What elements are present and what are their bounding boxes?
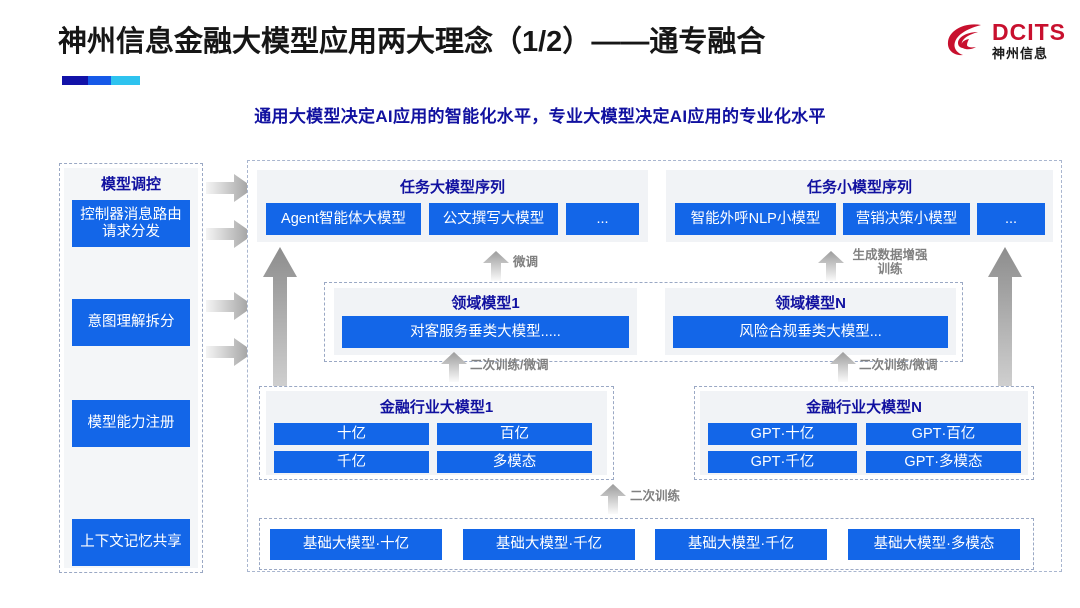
sidebar-item-2[interactable]: 模型能力注册 bbox=[72, 400, 190, 447]
logo-wordmark: DCITS 神州信息 bbox=[992, 18, 1066, 61]
foundation-model-0[interactable]: 基础大模型·十亿 bbox=[270, 529, 442, 560]
task-large-heading: 任务大模型序列 bbox=[399, 179, 505, 196]
dcits-logo-icon bbox=[945, 20, 987, 60]
industry-model-1-item-2[interactable]: 千亿 bbox=[274, 451, 429, 473]
task-small-item-1[interactable]: 营销决策小模型 bbox=[843, 203, 970, 235]
sidebar-item-3[interactable]: 上下文记忆共享 bbox=[72, 519, 190, 566]
page-subtitle: 通用大模型决定AI应用的智能化水平，专业大模型决定AI应用的专业化水平 bbox=[254, 107, 826, 126]
task-small-item-2[interactable]: ... bbox=[977, 203, 1045, 235]
industry-model-n-item-0[interactable]: GPT·十亿 bbox=[708, 423, 857, 445]
page-title: 神州信息金融大模型应用两大理念（1/2）——通专融合 bbox=[58, 26, 766, 58]
accent-segment-1 bbox=[62, 76, 88, 85]
foundation-model-1[interactable]: 基础大模型·千亿 bbox=[463, 529, 635, 560]
sidebar-title: 模型调控 bbox=[100, 176, 161, 193]
flow-arrow-up-long-right bbox=[988, 247, 1022, 484]
flow-arrow-right-4 bbox=[206, 338, 254, 371]
industry-model-1-item-3[interactable]: 多模态 bbox=[437, 451, 592, 473]
industry-model-1-item-0[interactable]: 十亿 bbox=[274, 423, 429, 445]
flow-arrow-up-finetune bbox=[483, 251, 509, 286]
flow-arrow-up-retrain-left bbox=[441, 352, 467, 387]
industry-model-n-item-2[interactable]: GPT·千亿 bbox=[708, 451, 857, 473]
logo-text-cn: 神州信息 bbox=[992, 45, 1049, 61]
task-small-heading: 任务小模型序列 bbox=[806, 179, 912, 196]
accent-segment-3 bbox=[111, 76, 140, 85]
flow-arrow-right-1 bbox=[206, 174, 254, 207]
domain-model-1-item[interactable]: 对客服务垂类大模型..... bbox=[342, 316, 629, 348]
foundation-model-2[interactable]: 基础大模型·千亿 bbox=[655, 529, 827, 560]
arrow-label-retrain-bottom: 二次训练 bbox=[630, 489, 681, 503]
domain-model-1-heading: 领域模型1 bbox=[451, 295, 520, 312]
domain-model-n-heading: 领域模型N bbox=[775, 295, 846, 312]
flow-arrow-up-long-left bbox=[263, 247, 297, 484]
industry-model-1-item-1[interactable]: 百亿 bbox=[437, 423, 592, 445]
dcits-logo: DCITS 神州信息 bbox=[945, 20, 1066, 60]
arrow-label-retrain-right: 二次训练/微调 bbox=[859, 358, 938, 372]
flow-arrow-up-retrain-bottom bbox=[600, 484, 626, 519]
flow-arrow-right-3 bbox=[206, 292, 254, 325]
industry-model-n-item-3[interactable]: GPT·多模态 bbox=[866, 451, 1021, 473]
sidebar-item-1[interactable]: 意图理解拆分 bbox=[72, 299, 190, 346]
industry-model-n-heading: 金融行业大模型N bbox=[806, 399, 922, 416]
industry-model-1-heading: 金融行业大模型1 bbox=[379, 399, 494, 416]
task-large-item-2[interactable]: ... bbox=[566, 203, 639, 235]
accent-segment-2 bbox=[87, 76, 112, 85]
arrow-label-dataaug: 生成数据增强训练 bbox=[852, 248, 928, 277]
task-small-item-0[interactable]: 智能外呼NLP小模型 bbox=[675, 203, 836, 235]
task-large-item-0[interactable]: Agent智能体大模型 bbox=[266, 203, 421, 235]
flow-arrow-up-dataaug bbox=[818, 251, 844, 286]
domain-model-n-item[interactable]: 风险合规垂类大模型... bbox=[673, 316, 948, 348]
industry-model-n-item-1[interactable]: GPT·百亿 bbox=[866, 423, 1021, 445]
arrow-label-finetune: 微调 bbox=[513, 255, 539, 269]
title-accent-bar bbox=[62, 76, 140, 85]
flow-arrow-right-2 bbox=[206, 220, 254, 253]
task-large-item-1[interactable]: 公文撰写大模型 bbox=[429, 203, 558, 235]
sidebar-item-0[interactable]: 控制器消息路由请求分发 bbox=[72, 200, 190, 247]
flow-arrow-up-retrain-right bbox=[830, 352, 856, 387]
arrow-label-retrain-left: 二次训练/微调 bbox=[470, 358, 549, 372]
foundation-model-3[interactable]: 基础大模型·多模态 bbox=[848, 529, 1020, 560]
logo-text-en: DCITS bbox=[992, 18, 1066, 45]
